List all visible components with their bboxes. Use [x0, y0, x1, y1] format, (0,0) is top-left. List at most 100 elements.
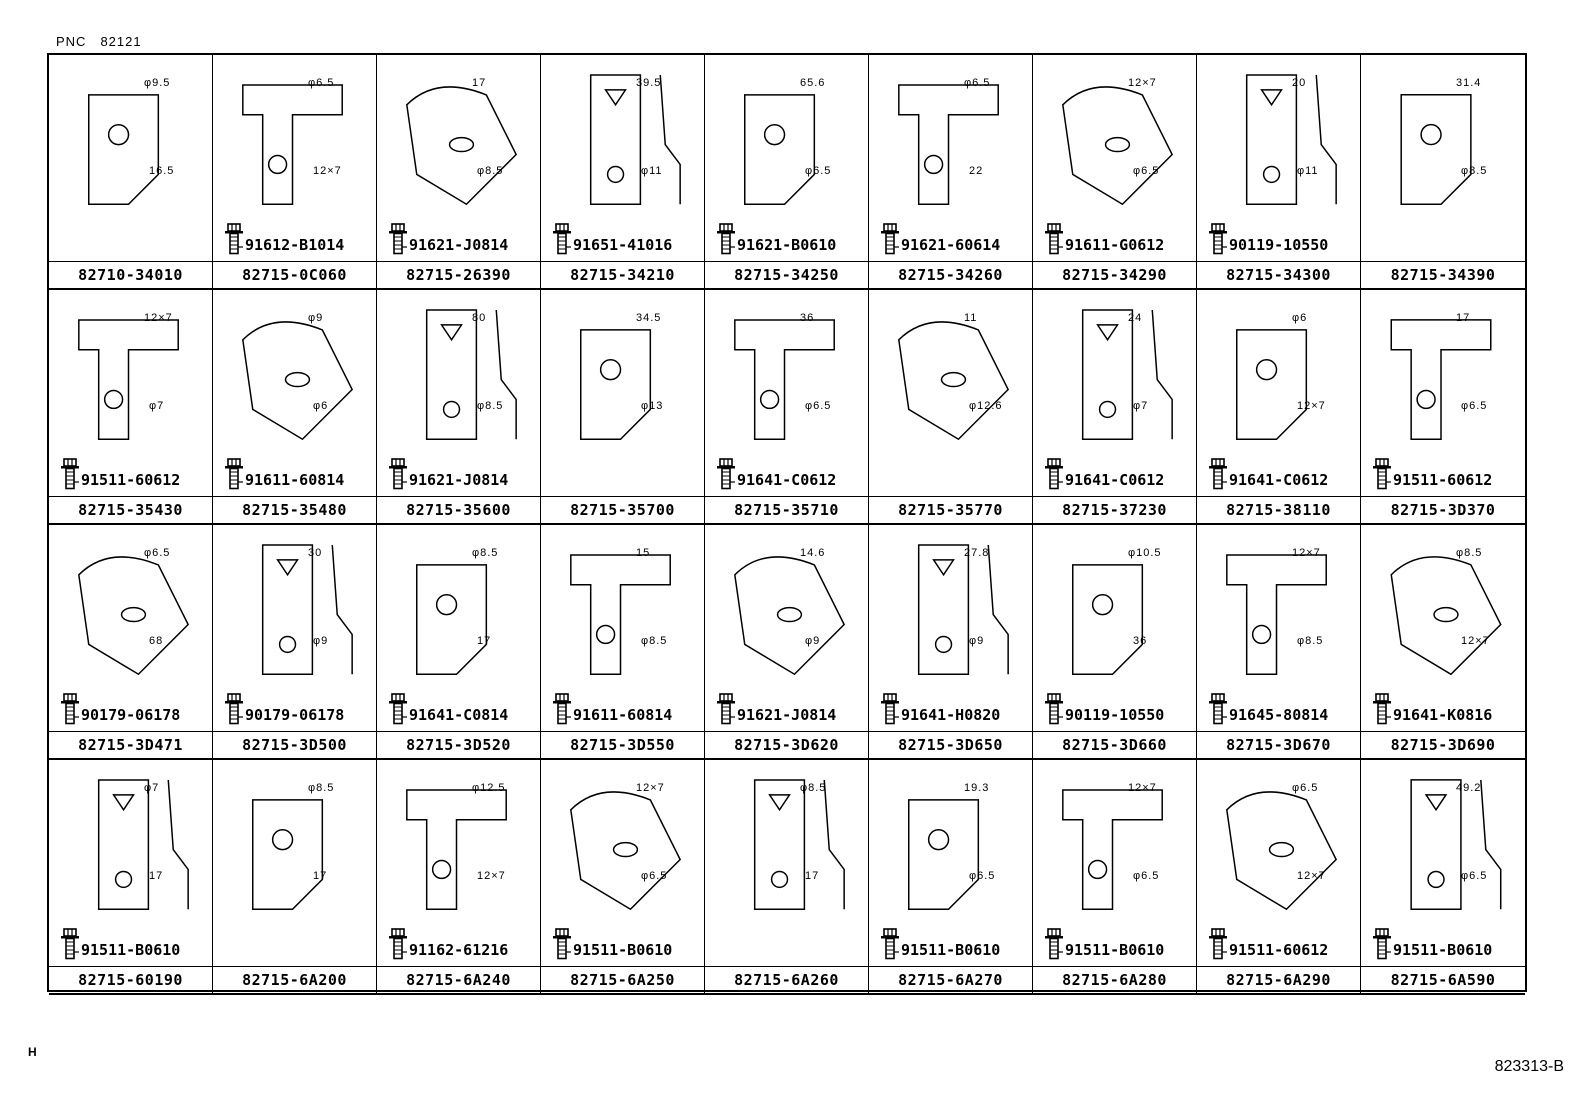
dimension-label: φ6.5 [144, 547, 171, 559]
part-number-label[interactable]: 82715-34260 [869, 262, 1033, 290]
part-number-label[interactable]: 82715-3D670 [1197, 732, 1361, 760]
dimension-label: φ6 [313, 400, 329, 412]
dimension-label: φ6.5 [1461, 870, 1488, 882]
part-number-label[interactable]: 82715-35480 [213, 497, 377, 525]
part-number-label[interactable]: 82715-35710 [705, 497, 869, 525]
dimension-label: 30 [308, 547, 323, 559]
part-number-label[interactable]: 82715-34250 [705, 262, 869, 290]
bolt-callout: 91621-B0610 [717, 223, 836, 255]
bolt-part-number[interactable]: 91511-60612 [1393, 471, 1493, 489]
bolt-part-number[interactable]: 91645-80814 [1229, 706, 1329, 724]
part-number-label[interactable]: 82715-35700 [541, 497, 705, 525]
dimension-label: 12×7 [1128, 782, 1157, 794]
part-number-label[interactable]: 82715-3D520 [377, 732, 541, 760]
dimension-label: 17 [1456, 312, 1471, 324]
part-number-label[interactable]: 82715-6A260 [705, 967, 869, 995]
bolt-icon [1045, 223, 1063, 255]
dimension-label: φ10.5 [1128, 547, 1162, 559]
part-number-label[interactable]: 82715-3D690 [1361, 732, 1525, 760]
bracket-drawing-icon [589, 74, 681, 205]
bracket-drawing-icon [898, 84, 999, 205]
bolt-part-number[interactable]: 91621-J0814 [409, 236, 509, 254]
part-number-label[interactable]: 82715-34290 [1033, 262, 1197, 290]
part-number-label[interactable]: 82715-35430 [49, 497, 213, 525]
part-number-label[interactable]: 82715-6A280 [1033, 967, 1197, 995]
bolt-icon [1045, 693, 1063, 725]
bolt-part-number[interactable]: 91621-J0814 [737, 706, 837, 724]
dimension-label: 16.5 [149, 165, 175, 177]
part-number-label[interactable]: 82715-6A250 [541, 967, 705, 995]
part-number-label[interactable]: 82715-6A590 [1361, 967, 1525, 995]
part-number-label[interactable]: 82715-34300 [1197, 262, 1361, 290]
bolt-part-number[interactable]: 91511-B0610 [81, 941, 181, 959]
bolt-part-number[interactable]: 91641-C0612 [737, 471, 837, 489]
bolt-part-number[interactable]: 91162-61216 [409, 941, 509, 959]
part-number-label[interactable]: 82715-37230 [1033, 497, 1197, 525]
bolt-callout: 91645-80814 [1209, 693, 1328, 725]
part-number-label[interactable]: 82715-6A200 [213, 967, 377, 995]
bolt-icon [553, 693, 571, 725]
bolt-part-number[interactable]: 91511-60612 [1229, 941, 1329, 959]
part-number-label[interactable]: 82715-3D550 [541, 732, 705, 760]
bolt-part-number[interactable]: 90179-06178 [81, 706, 181, 724]
bolt-part-number[interactable]: 91511-60612 [81, 471, 181, 489]
bolt-part-number[interactable]: 91511-B0610 [1065, 941, 1165, 959]
dimension-label: 12×7 [477, 870, 506, 882]
part-number-label[interactable]: 82715-35770 [869, 497, 1033, 525]
bolt-part-number[interactable]: 91641-C0612 [1229, 471, 1329, 489]
part-number-label[interactable]: 82715-3D370 [1361, 497, 1525, 525]
part-number-label[interactable]: 82715-38110 [1197, 497, 1361, 525]
bolt-part-number[interactable]: 90179-06178 [245, 706, 345, 724]
bolt-part-number[interactable]: 91611-60814 [573, 706, 673, 724]
dimension-label: 17 [477, 635, 492, 647]
bracket-drawing-icon [1062, 86, 1174, 206]
part-number-label[interactable]: 82715-3D660 [1033, 732, 1197, 760]
dimension-label: 12×7 [636, 782, 665, 794]
bolt-part-number[interactable]: 91621-J0814 [409, 471, 509, 489]
part-number-label[interactable]: 82715-3D471 [49, 732, 213, 760]
part-number-label[interactable]: 82715-6A240 [377, 967, 541, 995]
bolt-part-number[interactable]: 91612-B1014 [245, 236, 345, 254]
bolt-part-number[interactable]: 91621-60614 [901, 236, 1001, 254]
bolt-part-number[interactable]: 91641-C0814 [409, 706, 509, 724]
part-number-label[interactable]: 82710-34010 [49, 262, 213, 290]
bolt-part-number[interactable]: 91641-H0820 [901, 706, 1001, 724]
part-number-label[interactable]: 82715-0C060 [213, 262, 377, 290]
bolt-callout: 91511-60612 [61, 458, 180, 490]
bolt-part-number[interactable]: 91641-C0612 [1065, 471, 1165, 489]
bolt-part-number[interactable]: 91651-41016 [573, 236, 673, 254]
part-number-label[interactable]: 82715-60190 [49, 967, 213, 995]
bolt-part-number[interactable]: 90119-10550 [1229, 236, 1329, 254]
part-number-label[interactable]: 82715-34210 [541, 262, 705, 290]
part-number-label[interactable]: 82715-3D500 [213, 732, 377, 760]
bolt-part-number[interactable]: 90119-10550 [1065, 706, 1165, 724]
bolt-icon [717, 223, 735, 255]
bolt-part-number[interactable]: 91621-B0610 [737, 236, 837, 254]
dimension-label: 11 [964, 312, 978, 324]
bolt-part-number[interactable]: 91611-60814 [245, 471, 345, 489]
bolt-part-number[interactable]: 91511-B0610 [573, 941, 673, 959]
part-number-label[interactable]: 82715-26390 [377, 262, 541, 290]
bolt-part-number[interactable]: 91641-K0816 [1393, 706, 1493, 724]
bolt-part-number[interactable]: 91611-G0612 [1065, 236, 1165, 254]
bolt-callout: 91621-J0814 [389, 223, 508, 255]
bolt-part-number[interactable]: 91511-B0610 [901, 941, 1001, 959]
part-number-label[interactable]: 82715-34390 [1361, 262, 1525, 290]
part-number-label[interactable]: 82715-3D650 [869, 732, 1033, 760]
bolt-callout: 91611-60814 [553, 693, 672, 725]
part-number-label[interactable]: 82715-35600 [377, 497, 541, 525]
dimension-label: φ9 [969, 635, 985, 647]
pnc-value: 82121 [100, 34, 142, 49]
bolt-callout: 91611-60814 [225, 458, 344, 490]
part-number-label[interactable]: 82715-6A270 [869, 967, 1033, 995]
part-number-label[interactable]: 82715-6A290 [1197, 967, 1361, 995]
part-number-label[interactable]: 82715-3D620 [705, 732, 869, 760]
dimension-label: φ8.5 [308, 782, 335, 794]
dimension-label: φ9 [313, 635, 329, 647]
bolt-part-number[interactable]: 91511-B0610 [1393, 941, 1493, 959]
